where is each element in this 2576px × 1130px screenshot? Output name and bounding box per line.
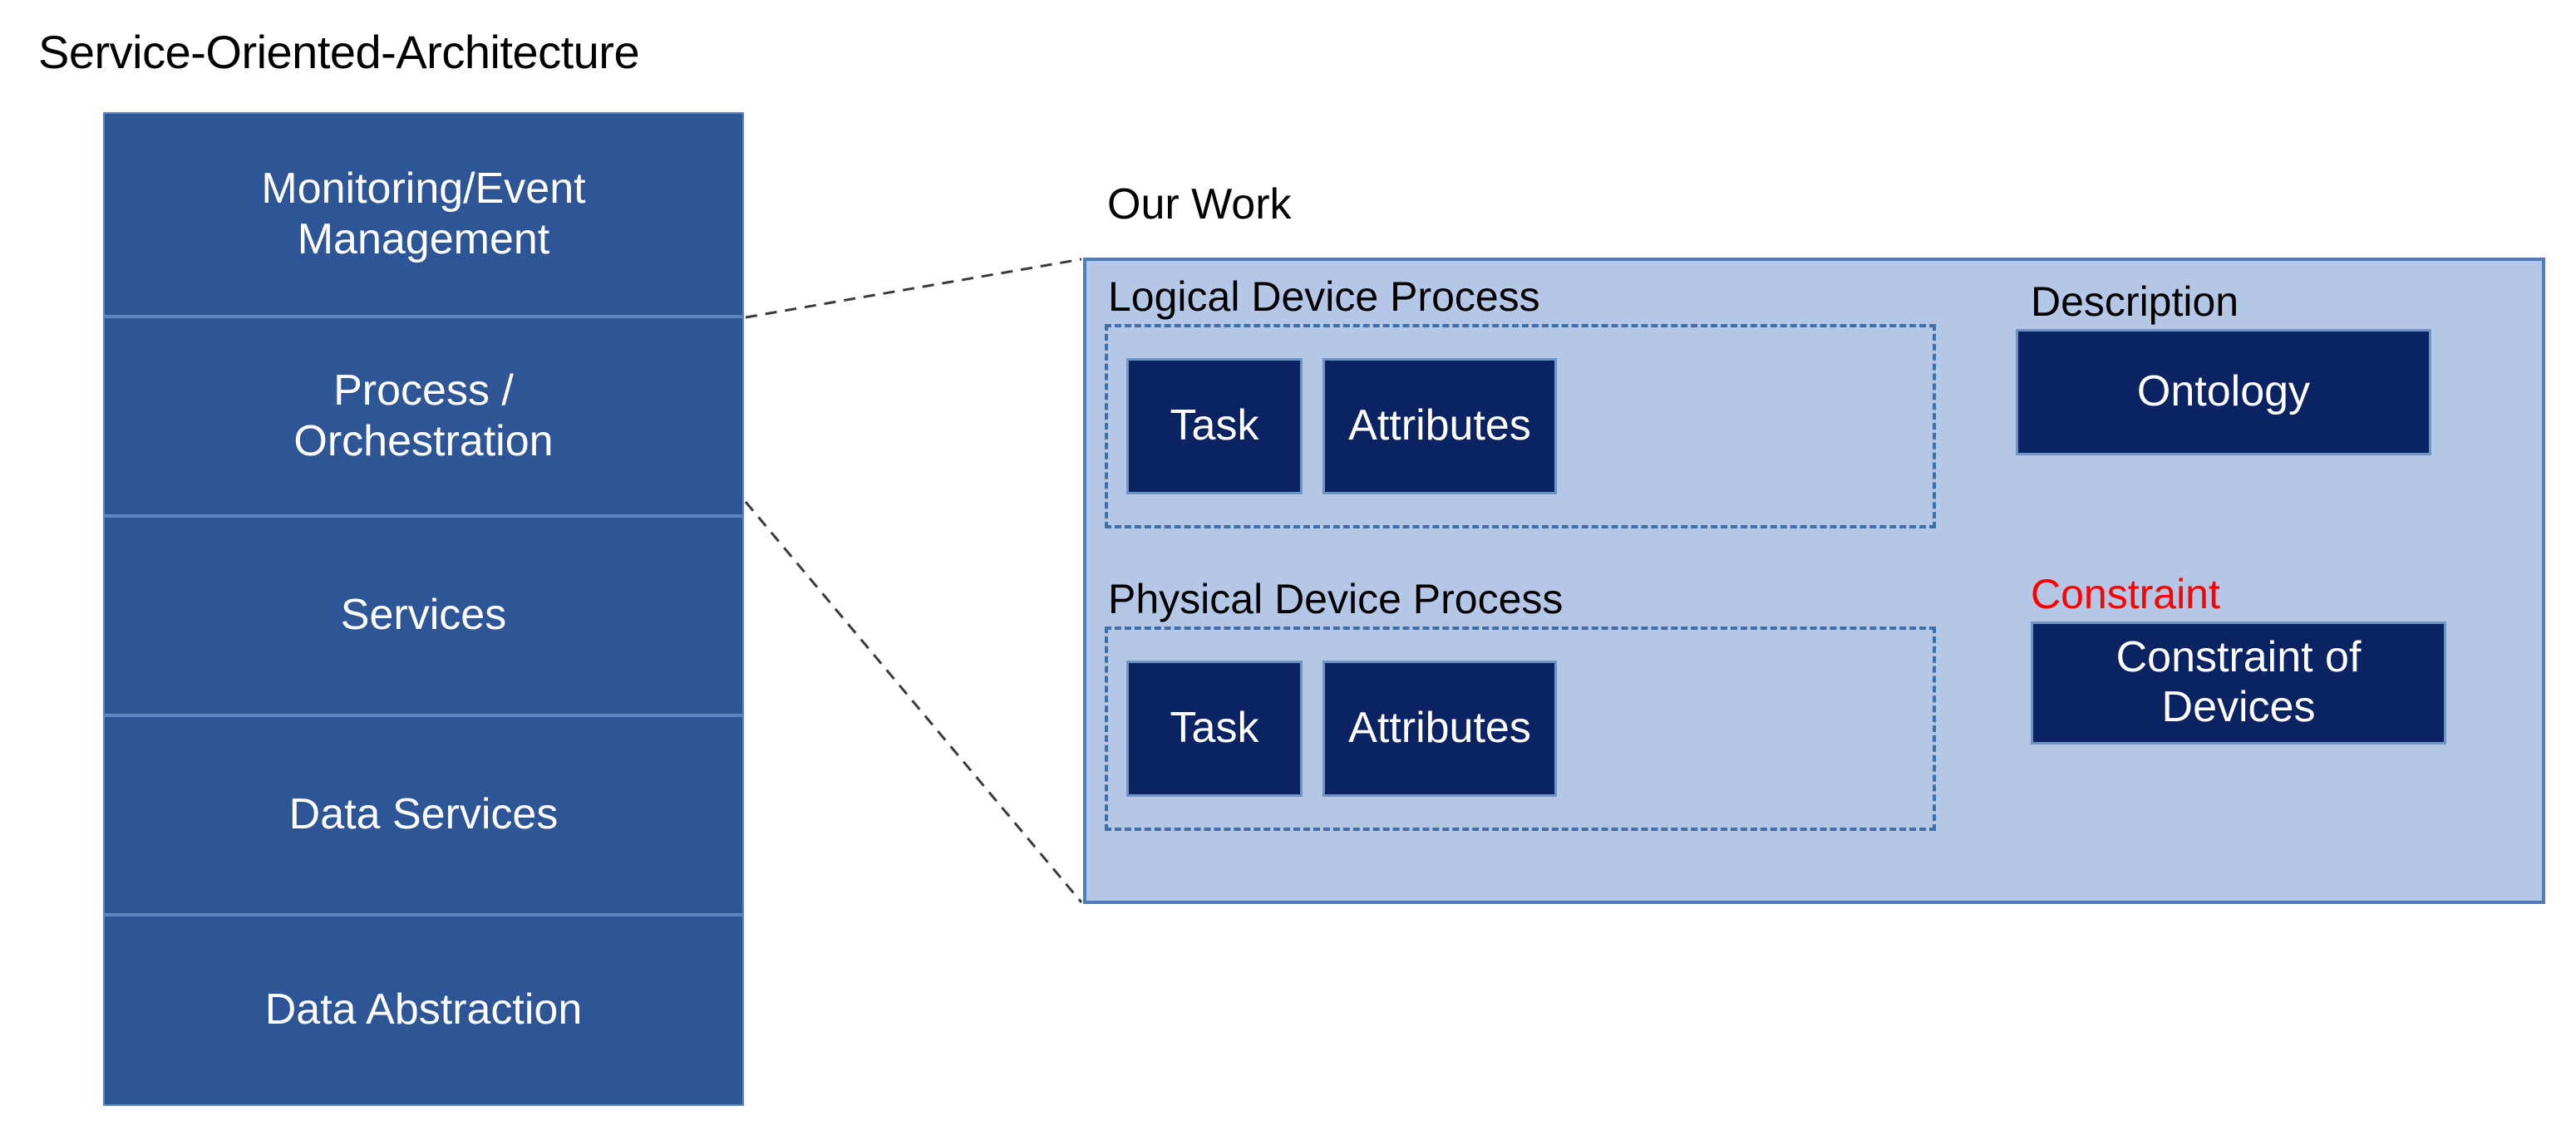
soa-title: Service-Oriented-Architecture [38, 26, 640, 78]
soa-layer-label: Data Abstraction [264, 985, 583, 1034]
our-work-title: Our Work [1107, 180, 1292, 228]
physical-attributes-chip[interactable]: Attributes [1322, 661, 1557, 797]
soa-layer-label-line1: Monitoring/Event [261, 164, 586, 213]
connector-line-lower [744, 501, 1083, 903]
constraint-label-line2: Devices [2161, 683, 2316, 731]
soa-layer-services[interactable]: Services [103, 516, 744, 715]
soa-layer-data-services[interactable]: Data Services [103, 715, 744, 915]
description-constraint-column: Description Ontology Constraint Constrai… [2001, 278, 2516, 892]
connector-line-upper [745, 258, 1082, 319]
constraint-label-line1: Constraint of [2115, 633, 2362, 682]
soa-layer-stack: Monitoring/Event Management Process / Or… [103, 112, 744, 1106]
physical-device-process-title: Physical Device Process [1108, 576, 1564, 622]
our-work-panel: Logical Device Process Task Attributes P… [1083, 258, 2545, 904]
device-process-column: Logical Device Process Task Attributes P… [1105, 273, 1944, 887]
logical-attributes-chip[interactable]: Attributes [1322, 358, 1557, 494]
physical-task-chip[interactable]: Task [1126, 661, 1303, 797]
physical-device-process-group: Task Attributes [1105, 626, 1936, 831]
logical-device-process-title: Logical Device Process [1108, 273, 1540, 320]
ontology-chip[interactable]: Ontology [2016, 329, 2431, 455]
logical-task-label: Task [1170, 401, 1259, 450]
soa-layer-label-line1: Process / [333, 366, 514, 415]
soa-layer-label: Services [340, 591, 507, 640]
soa-layer-monitoring-event-management[interactable]: Monitoring/Event Management [103, 112, 744, 317]
constraint-of-devices-chip[interactable]: Constraint of Devices [2031, 622, 2446, 744]
logical-device-process-group: Task Attributes [1105, 324, 1936, 528]
ontology-label: Ontology [2136, 367, 2311, 416]
logical-attributes-label: Attributes [1348, 401, 1531, 450]
physical-task-label: Task [1170, 704, 1259, 753]
soa-layer-label-line2: Management [297, 215, 550, 263]
soa-layer-process-orchestration[interactable]: Process / Orchestration [103, 317, 744, 516]
physical-attributes-label: Attributes [1348, 704, 1531, 753]
logical-task-chip[interactable]: Task [1126, 358, 1303, 494]
constraint-title: Constraint [2031, 571, 2220, 617]
description-title: Description [2031, 278, 2239, 325]
soa-layer-data-abstraction[interactable]: Data Abstraction [103, 915, 744, 1106]
group-spacer [1105, 528, 1944, 575]
soa-layer-label-line2: Orchestration [293, 417, 554, 465]
soa-layer-label: Data Services [288, 790, 559, 839]
column-spacer [2001, 455, 2516, 570]
